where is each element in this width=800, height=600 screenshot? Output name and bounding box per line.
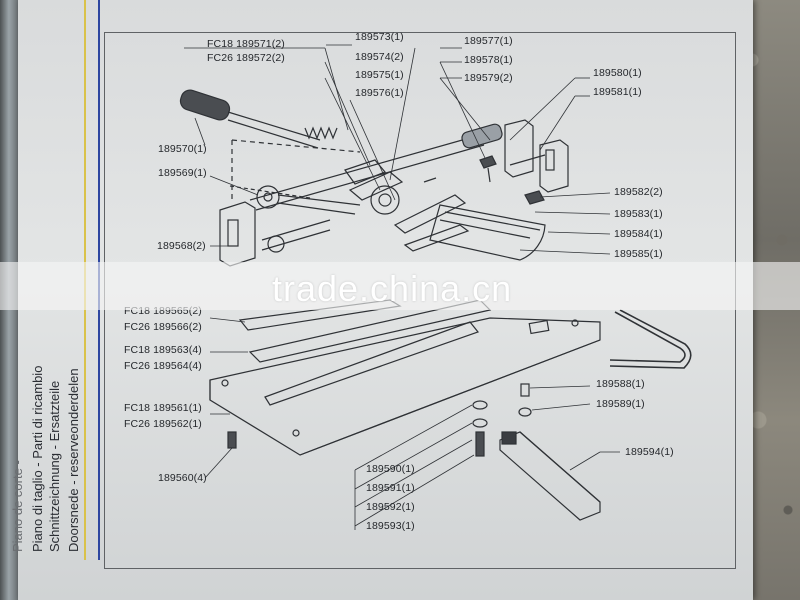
label-189593: 189593(1): [366, 520, 415, 532]
label-189576: 189576(1): [355, 87, 404, 99]
label-189575: 189575(1): [355, 69, 404, 81]
label-189573: 189573(1): [355, 31, 404, 43]
label-189581: 189581(1): [593, 86, 642, 98]
label-fc26-189572: FC26 189572(2): [207, 52, 285, 64]
label-189580: 189580(1): [593, 67, 642, 79]
label-189588: 189588(1): [596, 378, 645, 390]
label-189570: 189570(1): [158, 143, 207, 155]
handle-grip: [179, 89, 321, 149]
label-189574: 189574(2): [355, 51, 404, 63]
label-189579: 189579(2): [464, 72, 513, 84]
label-189583: 189583(1): [614, 208, 663, 220]
label-fc18-189561: FC18 189561(1): [124, 402, 202, 414]
label-189592: 189592(1): [366, 501, 415, 513]
label-189591: 189591(1): [366, 482, 415, 494]
label-189585: 189585(1): [614, 248, 663, 260]
label-fc26-189566: FC26 189566(2): [124, 321, 202, 333]
watermark-text: trade.china.cn: [272, 268, 513, 309]
label-189582: 189582(2): [614, 186, 663, 198]
label-189577: 189577(1): [464, 35, 513, 47]
label-189589: 189589(1): [596, 398, 645, 410]
label-189560: 189560(4): [158, 472, 207, 484]
label-189568: 189568(2): [157, 240, 206, 252]
label-189578: 189578(1): [464, 54, 513, 66]
label-189569: 189569(1): [158, 167, 207, 179]
label-fc26-189564: FC26 189564(4): [124, 360, 202, 372]
label-189584: 189584(1): [614, 228, 663, 240]
label-189594: 189594(1): [625, 446, 674, 458]
watermark-band: [0, 262, 800, 310]
label-fc26-189562: FC26 189562(1): [124, 418, 202, 430]
label-189590: 189590(1): [366, 463, 415, 475]
label-fc18-189563: FC18 189563(4): [124, 344, 202, 356]
label-fc18-189571: FC18 189571(2): [207, 38, 285, 50]
